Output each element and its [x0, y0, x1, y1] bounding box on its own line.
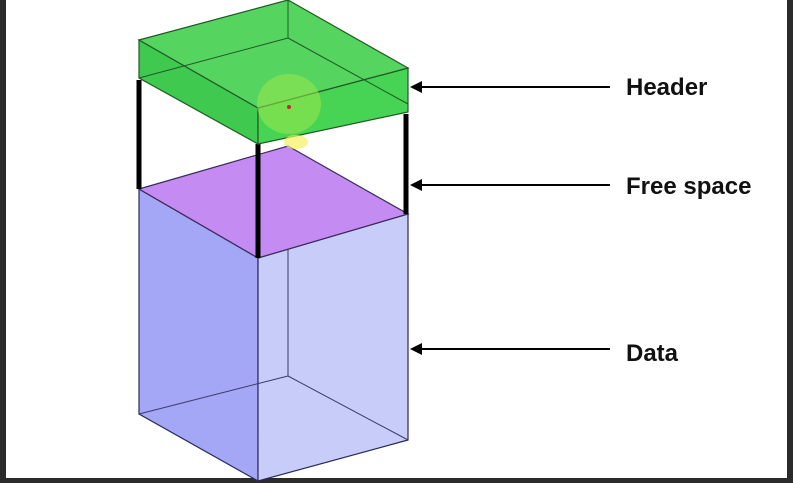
arrows — [410, 81, 610, 355]
header-top-face — [137, 0, 410, 109]
cursor-highlight-yellow — [284, 135, 308, 149]
cursor-dot — [287, 105, 291, 109]
cursor-highlight — [257, 74, 321, 134]
data-front-face — [257, 213, 409, 482]
support-pillars — [136, 80, 409, 258]
label-data: Data — [626, 340, 679, 367]
arrow-data-head — [410, 343, 422, 355]
arrow-header-head — [410, 81, 422, 93]
header-inner-edge-1 — [138, 37, 289, 79]
label-free-space: Free space — [626, 173, 751, 200]
data-block — [138, 187, 409, 483]
arrow-free-space-head — [410, 179, 422, 191]
data-hidden-edge-left — [138, 375, 289, 415]
label-header: Header — [626, 74, 707, 101]
data-hidden-edge-right — [287, 375, 409, 441]
header-block — [137, 0, 410, 149]
header-inner-edge-2 — [287, 37, 409, 105]
